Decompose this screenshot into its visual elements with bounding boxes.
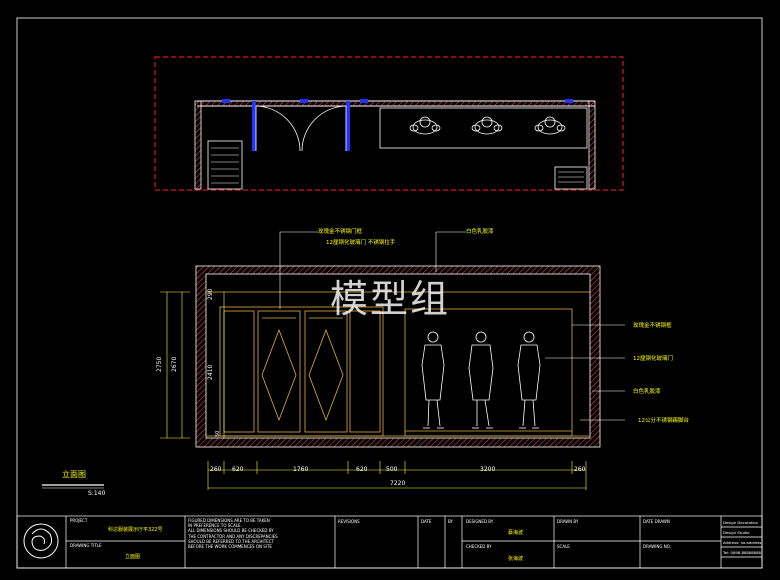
annotation-top-left-1: 玫瑰金不锈钢门框 — [318, 229, 363, 235]
dim-h-3: 1760 — [293, 466, 309, 473]
annotation-right-4: 12公分不锈钢踢脚台 — [638, 418, 689, 424]
watermark: 模型组 — [330, 277, 451, 321]
dim-h-4: 620 — [356, 466, 368, 473]
tb-drawing-no-label: DRAWING NO. — [643, 544, 671, 549]
elevation-title: 立面图 — [62, 470, 86, 479]
elevation-scale: S:140 — [88, 490, 106, 497]
dim-v-outer-1: 2750 — [156, 356, 163, 372]
annotation-right-1: 玫瑰金不锈钢框 — [633, 323, 672, 329]
tb-revisions-label: REVISIONS — [338, 519, 360, 524]
plan-dashed-boundary — [154, 56, 624, 191]
tb-checked-by-value: 张海波 — [508, 556, 524, 562]
dim-total: 7220 — [390, 480, 406, 487]
dim-h-7: 260 — [574, 466, 586, 473]
tb-right-line: Design Decoration — [723, 520, 759, 525]
plan-mannequins — [409, 116, 566, 135]
tb-designed-by-value: 蔡海波 — [508, 530, 524, 536]
plan-shelf-right — [554, 166, 588, 190]
tb-drawing-title-value: 立面图 — [125, 554, 141, 560]
tb-drawing-title-label: DRAWING TITLE — [70, 543, 102, 548]
tb-project-value: 科达服装展示厅平322号 — [108, 527, 163, 533]
dim-h-1: 260 — [210, 466, 222, 473]
tb-project-label: PROJECT — [70, 518, 88, 523]
dimension-lines — [160, 291, 587, 490]
tb-checked-by-label: CHECKED BY — [466, 544, 492, 549]
tb-designed-by-label: DESIGNED BY — [466, 519, 494, 524]
dim-v-1: 290 — [207, 288, 214, 300]
glass-door-set — [219, 306, 384, 437]
door-swing-left — [255, 105, 301, 152]
tb-date-label: DATE — [421, 519, 432, 524]
tb-note-line: IN PREFERENCE TO SCALE. — [188, 523, 242, 529]
dim-v-2: 2410 — [207, 364, 214, 380]
door-swing-right — [301, 105, 347, 152]
tb-note-line: SHOULD BE REFERRED TO THE ARCHITECT — [188, 538, 274, 544]
annotation-top-left-2: 12厘钢化玻璃门 不锈钢拉手 — [326, 240, 396, 246]
tb-note-line: THE CONTRACTOR AND ANY DISCREPANCIES — [188, 533, 278, 539]
tb-by-label: BY — [448, 519, 453, 524]
tb-right-line: Address: no.address — [723, 540, 762, 545]
elevation-view — [195, 265, 601, 448]
tb-right-line: Tel: 0898-88888888 — [723, 550, 761, 555]
tb-notes: FIGURED DIMENSIONS ARE TO BE TAKEN IN PR… — [188, 518, 278, 549]
dim-v-3: 50 — [215, 430, 221, 437]
tb-right-column: Design Decoration Design Studio Address:… — [723, 518, 761, 558]
annotation-right-2: 12厘钢化玻璃门 — [633, 356, 673, 362]
tb-note-line: ALL DIMENSIONS SHOULD BE CHECKED BY — [188, 528, 274, 534]
dim-h-6: 3200 — [480, 466, 496, 473]
dim-h-2: 620 — [232, 466, 244, 473]
tb-right-line: Design Studio — [723, 530, 750, 535]
plan-shelf-left — [207, 140, 243, 190]
annotation-top-right: 白色乳胶漆 — [466, 229, 494, 235]
annotation-right-3: 白色乳胶漆 — [633, 389, 661, 395]
elevation-mannequins — [421, 331, 541, 429]
tb-scale-label: SCALE — [557, 544, 570, 549]
plan-display-counter — [379, 107, 588, 149]
dragon-logo-icon — [23, 523, 59, 559]
tb-note-line: BEFORE THE WORK COMMENCES ON SITE — [188, 544, 272, 550]
tb-date-drawn-label: DATE DRAWN — [643, 519, 670, 524]
tb-drawn-by-label: DRAWN BY — [557, 519, 579, 524]
tb-note-line: FIGURED DIMENSIONS ARE TO BE TAKEN — [188, 518, 270, 523]
dim-v-outer-2: 2670 — [171, 356, 178, 372]
title-block — [16, 515, 763, 569]
plan-view — [154, 56, 624, 191]
dim-h-5: 500 — [386, 466, 398, 473]
leader-lines — [279, 231, 625, 421]
